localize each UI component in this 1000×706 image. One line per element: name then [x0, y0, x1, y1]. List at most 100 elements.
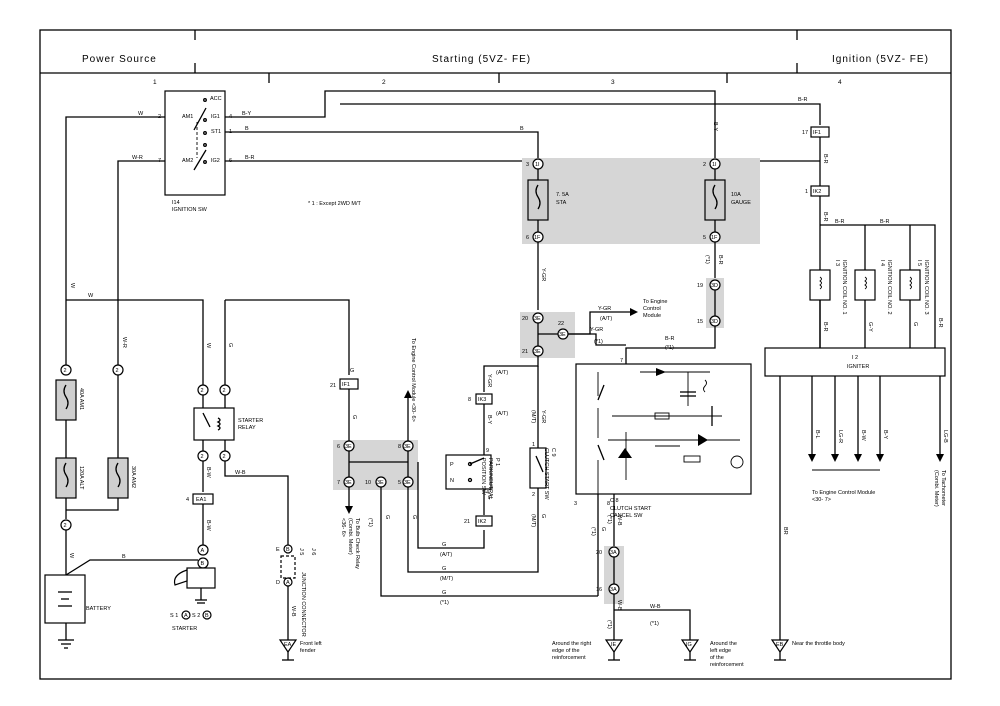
svg-text:B: B	[201, 561, 205, 567]
svg-text:3A: 3A	[610, 587, 617, 593]
svg-text:(A/T): (A/T)	[496, 411, 508, 417]
ignition-coil-1: I 3 IGNITION COIL NO. 1	[809, 260, 847, 315]
clutch-start-label: C 9CLUTCH START SW	[543, 448, 556, 500]
svg-text:W: W	[88, 293, 94, 299]
svg-text:21: 21	[522, 349, 528, 355]
svg-text:W: W	[138, 111, 144, 117]
svg-text:(M/T): (M/T)	[530, 514, 536, 527]
svg-text:B-R: B-R	[937, 318, 943, 328]
svg-text:B-R: B-R	[798, 97, 808, 103]
junction-connector: B A E D J 5 J 6 JUNCTION CONNECTOR	[276, 544, 316, 637]
svg-text:2: 2	[532, 492, 535, 498]
svg-text:(*1): (*1)	[440, 600, 449, 606]
svg-text:B-R: B-R	[822, 212, 828, 222]
svg-text:W-B: W-B	[616, 600, 622, 611]
svg-text:I 5: I 5	[916, 260, 922, 266]
svg-text:40A AM1: 40A AM1	[78, 388, 84, 410]
svg-text:19: 19	[697, 283, 703, 289]
svg-text:W-B: W-B	[235, 470, 246, 476]
svg-text:Y-GR: Y-GR	[598, 306, 611, 312]
svg-text:Y-GR: Y-GR	[590, 327, 603, 333]
svg-text:10A: 10A	[731, 192, 741, 198]
svg-text:(M/T): (M/T)	[530, 410, 536, 423]
svg-text:3E: 3E	[534, 349, 541, 355]
dest-tachometer: To Tachometer(Combi. Meter)	[933, 470, 946, 507]
svg-text:15: 15	[697, 319, 703, 325]
svg-text:6: 6	[337, 444, 340, 450]
svg-text:STA: STA	[556, 200, 567, 206]
svg-text:8: 8	[398, 444, 401, 450]
svg-text:ST1: ST1	[211, 129, 221, 135]
fuse-40a-am1: 2 40A AM1	[55, 364, 84, 421]
svg-text:S 2: S 2	[192, 613, 200, 619]
svg-text:B-R: B-R	[245, 155, 255, 161]
svg-text:GAUGE: GAUGE	[731, 200, 751, 206]
fuse-7-5a-sta: 1I 3 7. 5A STA 1F 6	[526, 158, 569, 243]
svg-text:A: A	[184, 613, 188, 619]
svg-text:3D: 3D	[711, 319, 718, 325]
svg-text:W: W	[68, 553, 74, 559]
fuse-30a-am2: 2 30A AM2	[107, 364, 136, 499]
svg-text:2: 2	[201, 388, 204, 394]
svg-text:(M/T): (M/T)	[440, 576, 453, 582]
svg-text:3E: 3E	[404, 480, 411, 486]
svg-text:21: 21	[464, 519, 470, 525]
svg-text:30A AM2: 30A AM2	[130, 466, 136, 488]
svg-text:7. 5A: 7. 5A	[556, 192, 569, 198]
svg-text:2: 2	[223, 388, 226, 394]
svg-text:A: A	[286, 580, 290, 586]
svg-text:B-Y: B-Y	[712, 122, 718, 132]
svg-text:(A/T): (A/T)	[600, 316, 612, 322]
header-starting: Starting (5VZ- FE)	[432, 54, 531, 65]
svg-text:G: G	[411, 515, 417, 519]
svg-text:S 1: S 1	[170, 613, 178, 619]
svg-text:8: 8	[468, 397, 471, 403]
diagram-frame	[39, 29, 952, 680]
column-2: 2	[382, 79, 386, 86]
svg-text:3: 3	[526, 162, 529, 168]
svg-text:AM2: AM2	[182, 158, 193, 164]
svg-text:2: 2	[116, 368, 119, 374]
svg-text:IK3: IK3	[478, 397, 486, 403]
svg-text:1F: 1F	[711, 235, 718, 241]
svg-text:W-R: W-R	[132, 155, 143, 161]
svg-text:B-R: B-R	[822, 154, 828, 164]
svg-text:G: G	[350, 368, 354, 374]
svg-text:W-B: W-B	[290, 606, 296, 617]
svg-text:JUNCTION CONNECTOR: JUNCTION CONNECTOR	[300, 572, 306, 637]
park-neutral-label: P 1PARK/NEUTRALPOSITION SW	[480, 458, 500, 500]
svg-text:J 6: J 6	[310, 548, 316, 555]
svg-text:BR: BR	[782, 527, 788, 535]
svg-text:8: 8	[607, 501, 610, 507]
svg-text:B-L: B-L	[814, 430, 820, 439]
svg-text:16: 16	[596, 587, 602, 593]
ground-eb: EB Near the throttle body	[770, 639, 845, 661]
svg-text:(*1): (*1)	[606, 620, 612, 629]
svg-text:1F: 1F	[534, 235, 541, 241]
svg-text:G: G	[540, 514, 546, 518]
svg-text:Y-GR: Y-GR	[486, 374, 492, 387]
ignition-coil-2: I 4 IGNITION COIL NO. 2	[854, 260, 892, 315]
svg-text:IG2: IG2	[211, 158, 220, 164]
svg-text:B: B	[520, 126, 524, 132]
svg-text:G: G	[227, 343, 233, 347]
svg-text:G: G	[600, 527, 606, 531]
svg-text:1: 1	[532, 442, 535, 448]
svg-text:IG1: IG1	[211, 114, 220, 120]
svg-text:EA: EA	[284, 642, 292, 648]
dest-ecm-top: To Engine Control Module <30- 6>	[410, 338, 416, 422]
svg-text:9: 9	[486, 448, 489, 454]
svg-text:3A: 3A	[610, 550, 617, 556]
svg-text:1I: 1I	[712, 162, 717, 168]
svg-text:G: G	[351, 415, 357, 419]
svg-text:I 4: I 4	[879, 260, 885, 266]
starter: A B S 1 A S 2 B STARTER	[170, 544, 216, 632]
